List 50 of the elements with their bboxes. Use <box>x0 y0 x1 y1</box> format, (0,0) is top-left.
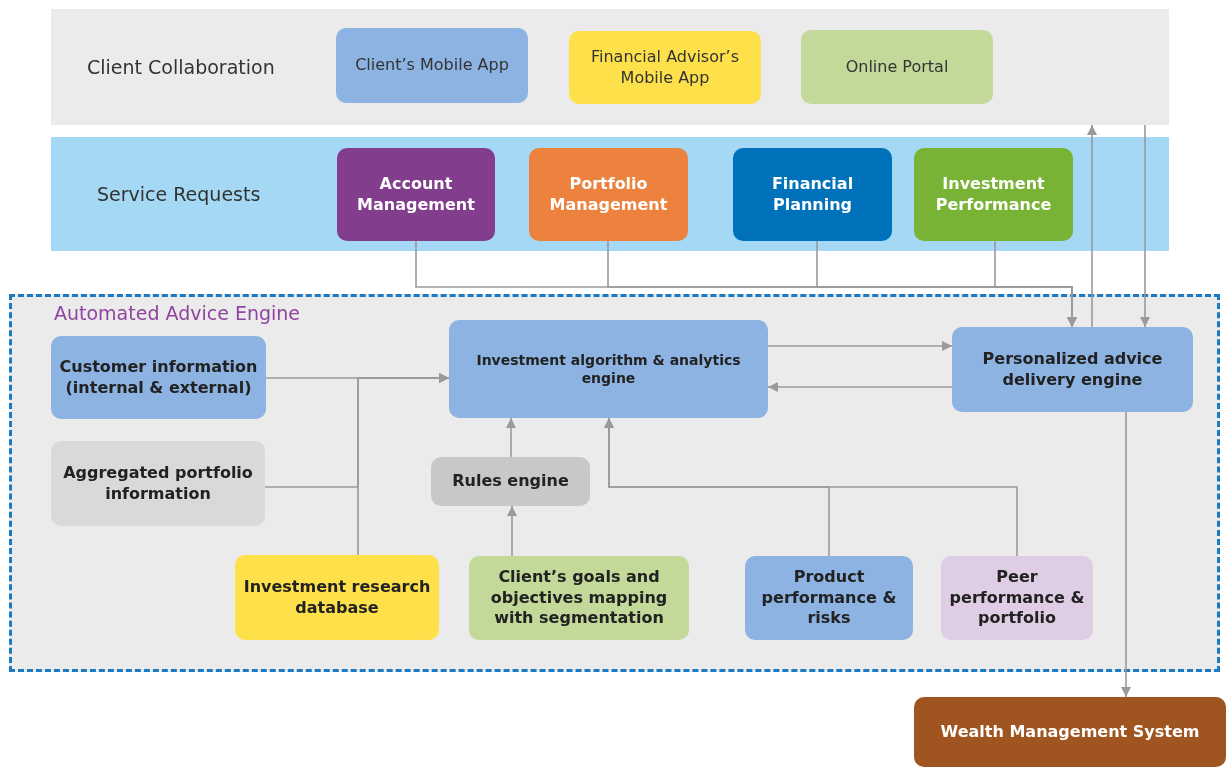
box-label: Financial Advisor’s Mobile App <box>590 46 740 89</box>
box-label: Account Management <box>356 173 476 216</box>
process-box <box>469 556 689 640</box>
box-label: Investment algorithm & analytics engine <box>475 350 742 388</box>
band-panel <box>51 9 1169 125</box>
box-label: Product performance & risks <box>760 566 898 630</box>
app-box <box>336 28 528 103</box>
service-box <box>914 697 1226 767</box>
process-box <box>431 457 590 506</box>
app-box <box>569 31 761 104</box>
box-label: Rules engine <box>451 471 570 492</box>
box-label: Investment Performance <box>934 173 1053 216</box>
box-label: Personalized advice delivery engine <box>981 348 1164 391</box>
arrow <box>507 505 517 557</box>
arrow <box>1087 124 1097 328</box>
box-label: Portfolio Management <box>548 173 669 216</box>
box-label: Client’s goals and objectives mapping with segmentation <box>489 566 669 630</box>
arrow <box>767 382 953 392</box>
process-box <box>51 441 265 526</box>
band-panel <box>51 137 1169 251</box>
service-box <box>529 148 688 241</box>
section-heading: Client Collaboration <box>86 54 276 80</box>
arrow <box>1140 124 1150 328</box>
box-label: Investment research database <box>242 576 432 619</box>
box-label: Online Portal <box>844 56 950 78</box>
arrow <box>994 240 1077 328</box>
service-box <box>914 148 1073 241</box>
process-box <box>51 336 266 419</box>
app-box <box>801 30 993 104</box>
process-box <box>952 327 1193 412</box>
section-heading: Service Requests <box>96 181 262 207</box>
box-label: Client’s Mobile App <box>354 55 510 76</box>
process-box <box>745 556 913 640</box>
box-label: Customer information (internal & external) <box>58 356 259 399</box>
arrow <box>357 373 450 556</box>
box-label: Financial Planning <box>770 173 855 216</box>
section-heading: Automated Advice Engine <box>53 301 302 326</box>
process-box <box>941 556 1093 640</box>
service-box <box>337 148 495 241</box>
box-label: Aggregated portfolio information <box>62 462 254 505</box>
engine-group <box>9 294 1220 672</box>
arrow <box>506 417 516 458</box>
box-label: Peer performance & portfolio <box>948 566 1086 630</box>
box-label: Wealth Management System <box>939 721 1201 743</box>
arrow <box>604 417 1018 557</box>
process-box <box>235 555 439 640</box>
service-box <box>733 148 892 241</box>
arrow <box>767 341 953 351</box>
arrow <box>1121 411 1131 698</box>
process-box <box>449 320 768 418</box>
